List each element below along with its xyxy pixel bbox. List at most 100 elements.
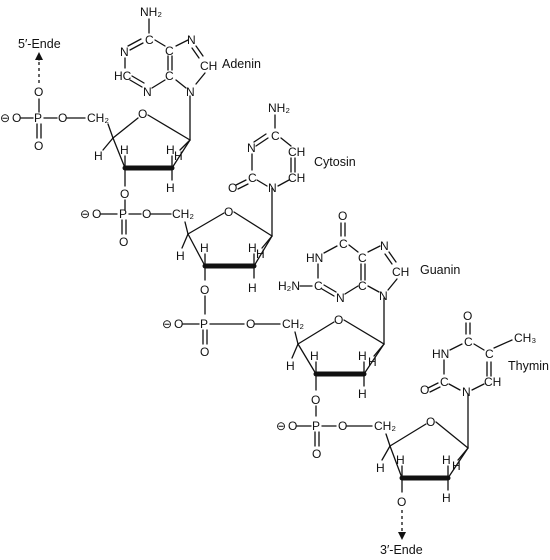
atom-c: C xyxy=(165,69,174,83)
atom-o: O xyxy=(142,207,151,221)
bond xyxy=(112,117,139,139)
bond xyxy=(127,38,142,47)
atom-c: C xyxy=(440,375,449,389)
atom-o: O xyxy=(338,419,347,433)
bond xyxy=(175,79,187,89)
atom-h: H xyxy=(368,355,377,369)
bond xyxy=(175,39,189,47)
atom-c: C xyxy=(464,335,473,349)
bond xyxy=(280,137,292,147)
atom-ch2: CH₂ xyxy=(282,317,304,331)
atom-n: N xyxy=(336,291,345,305)
atom-h: H xyxy=(376,461,385,475)
atom-p: P xyxy=(34,111,42,125)
atom-h: H xyxy=(358,349,367,363)
bond xyxy=(427,382,439,389)
bond xyxy=(181,233,189,249)
atom-o: O xyxy=(246,317,255,331)
bond xyxy=(256,179,268,187)
bond xyxy=(131,75,145,84)
atom-n: N xyxy=(120,45,129,59)
ring-oxygen: O xyxy=(224,205,233,219)
ring-oxygen: O xyxy=(334,313,343,327)
atom-n: N xyxy=(143,85,152,99)
bond xyxy=(384,253,393,265)
atom-h: H xyxy=(176,249,185,263)
bond xyxy=(373,343,385,357)
atom-nh2: NH₂ xyxy=(140,5,162,19)
bond xyxy=(294,331,299,345)
atom-h: H xyxy=(120,143,129,157)
atom-h: H xyxy=(396,453,405,467)
atom-c: C xyxy=(314,279,323,293)
atom-n: N xyxy=(186,85,195,99)
charge-minus: ⊖ xyxy=(276,419,286,433)
bond xyxy=(343,319,385,345)
atom-ch: CH xyxy=(484,375,501,389)
atom-o: O xyxy=(120,187,129,201)
atom-o: O xyxy=(338,209,347,223)
atom-ch2: CH₂ xyxy=(172,207,194,221)
atom-n: N xyxy=(187,33,196,47)
atom-h: H xyxy=(248,281,257,295)
charge-minus: ⊖ xyxy=(0,111,10,125)
atom-ch: CH xyxy=(288,171,305,185)
three-prime-end-label: 3′-Ende xyxy=(380,543,423,557)
atom-h: H xyxy=(94,149,103,163)
atom-ch: CH xyxy=(288,145,305,159)
bond xyxy=(171,139,191,169)
bond xyxy=(385,433,391,447)
atom-h: H xyxy=(286,359,295,373)
bond xyxy=(129,79,143,88)
bond xyxy=(191,47,200,59)
atom-o: O xyxy=(92,207,101,221)
three-prime-arrow-head xyxy=(398,532,406,540)
base-label-thymin: Thymin xyxy=(508,359,549,373)
atom-o: O xyxy=(200,283,209,297)
atom-n: N xyxy=(247,141,256,155)
bond xyxy=(253,133,267,143)
bond xyxy=(184,221,189,235)
five-prime-arrow-head xyxy=(35,52,43,60)
bond xyxy=(449,343,463,351)
atom-o: O xyxy=(174,317,183,331)
atom-o: O xyxy=(58,111,67,125)
atom-c: C xyxy=(339,237,348,251)
atom-p: P xyxy=(119,207,127,221)
bond xyxy=(151,79,166,89)
atom-c: C xyxy=(271,129,280,143)
bond xyxy=(344,285,359,295)
bond xyxy=(147,114,191,141)
atom-o: O xyxy=(119,235,128,249)
charge-minus: ⊖ xyxy=(162,317,172,331)
bond xyxy=(255,137,269,147)
bond xyxy=(323,245,338,254)
atom-n: N xyxy=(462,385,471,399)
atom-hc: HC xyxy=(114,69,132,83)
bond xyxy=(323,284,337,293)
atom-o: O xyxy=(311,393,320,407)
bond xyxy=(448,383,461,391)
atom-n: N xyxy=(379,289,388,303)
atom-nh2: NH₂ xyxy=(268,101,290,115)
five-prime-end-label: 5′-Ende xyxy=(18,37,61,51)
atom-h: H xyxy=(358,387,367,401)
atom-p: P xyxy=(312,419,320,433)
atom-o: O xyxy=(200,345,209,359)
atom-n: N xyxy=(268,181,277,195)
atom-c: C xyxy=(248,171,257,185)
bond xyxy=(261,235,273,249)
atom-ch2: CH₂ xyxy=(87,111,109,125)
atom-h: H xyxy=(166,181,175,195)
atom-ch: CH xyxy=(392,265,409,279)
bond xyxy=(367,245,381,253)
bond xyxy=(107,123,114,139)
atom-o: O xyxy=(312,447,321,461)
bond xyxy=(471,383,485,391)
charge-minus: ⊖ xyxy=(80,207,90,221)
atom-o: O xyxy=(34,139,43,153)
base-label-cytosin: Cytosin xyxy=(314,155,356,169)
atom-n: N xyxy=(380,239,389,253)
